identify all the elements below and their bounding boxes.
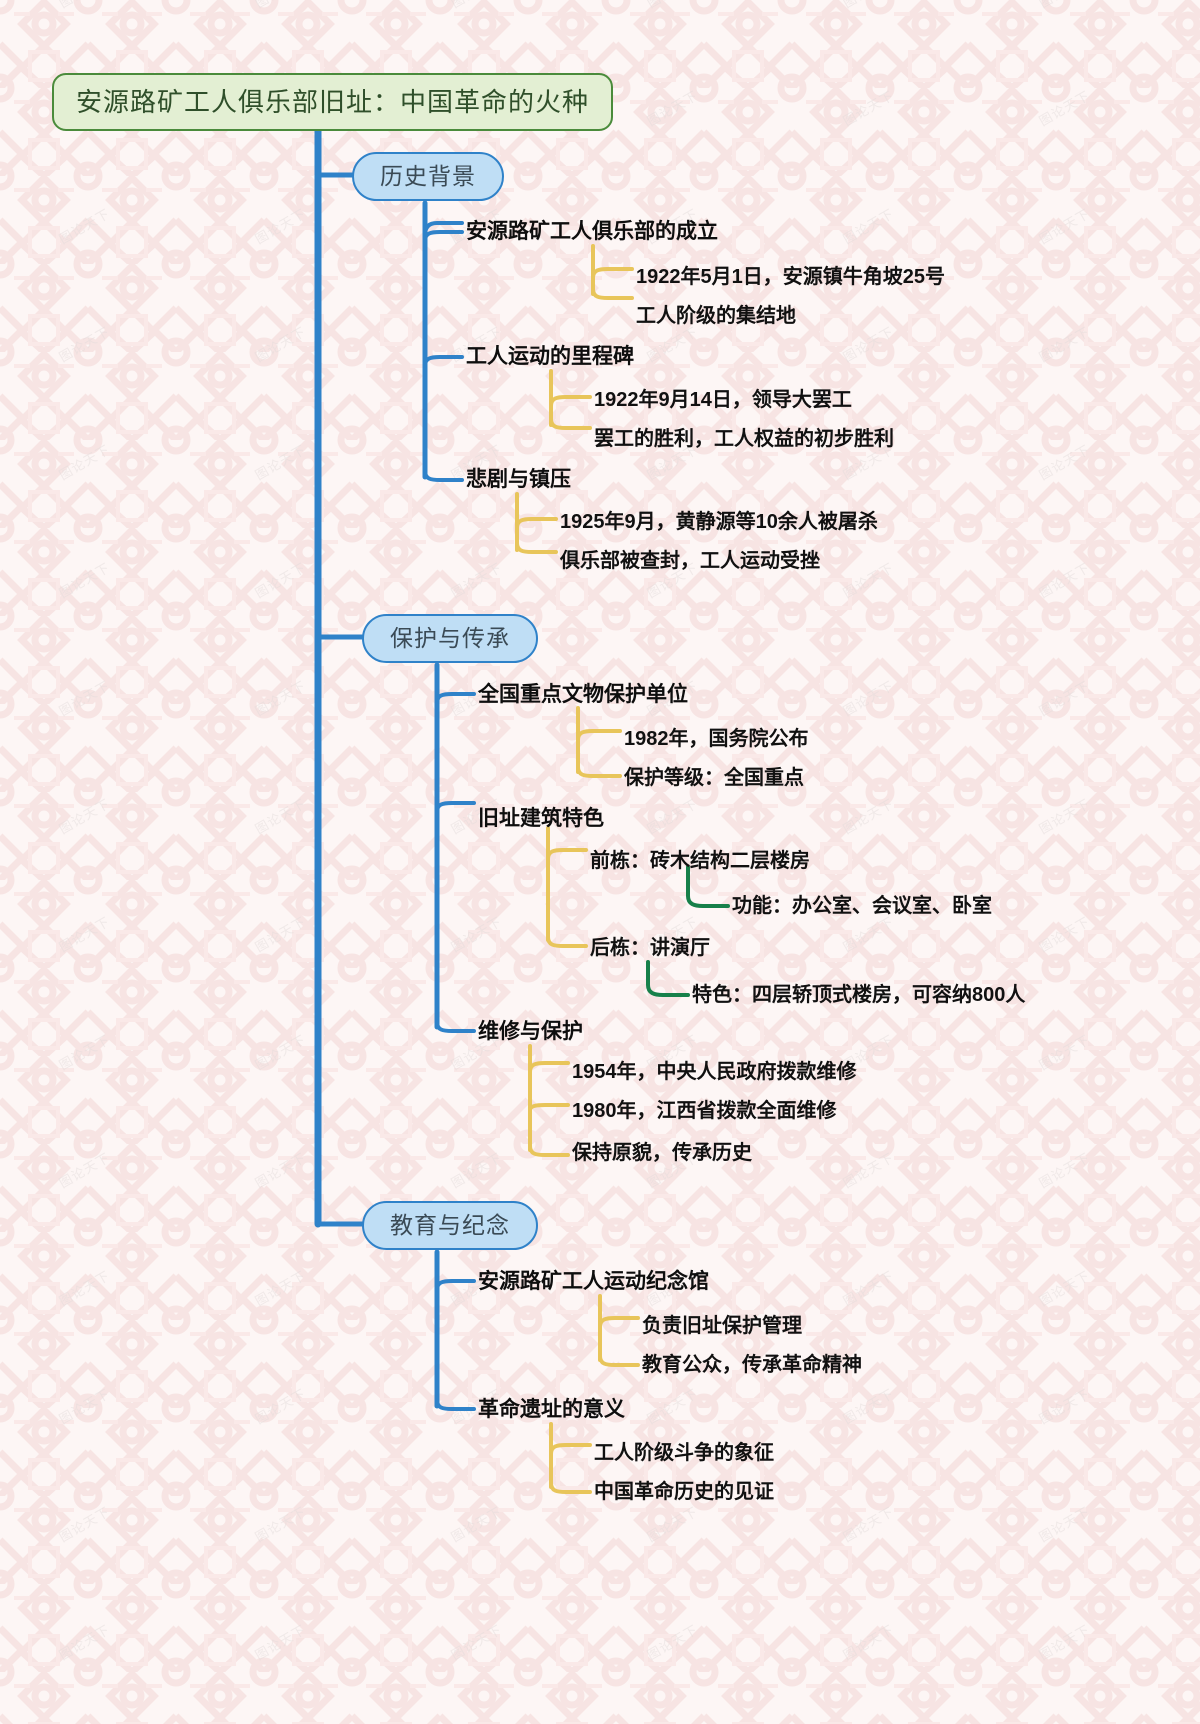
- subdetail-node-front-function[interactable]: 功能：办公室、会议室、卧室: [732, 895, 992, 917]
- topic-node-architecture[interactable]: 旧址建筑特色: [478, 807, 604, 830]
- branch-node-education[interactable]: 教育与纪念: [362, 1201, 538, 1250]
- detail-node-struggle-symbol[interactable]: 工人阶级斗争的象征: [594, 1442, 774, 1464]
- topic-node-memorial-hall[interactable]: 安源路矿工人运动纪念馆: [478, 1270, 709, 1293]
- topic-node-national-heritage-unit[interactable]: 全国重点文物保护单位: [478, 683, 688, 706]
- subdetail-node-rear-feature[interactable]: 特色：四层轿顶式楼房，可容纳800人: [692, 984, 1026, 1006]
- topic-node-repair-protection[interactable]: 维修与保护: [478, 1020, 583, 1043]
- detail-node-keep-original[interactable]: 保持原貌，传承历史: [572, 1142, 752, 1164]
- topic-node-tragedy-suppression[interactable]: 悲剧与镇压: [466, 468, 571, 491]
- detail-node-strike-victory[interactable]: 罢工的胜利，工人权益的初步胜利: [594, 428, 894, 450]
- detail-node-protection-level[interactable]: 保护等级：全国重点: [624, 767, 804, 789]
- detail-node-massacre[interactable]: 1925年9月，黄静源等10余人被屠杀: [560, 511, 878, 533]
- branch-node-preservation[interactable]: 保护与传承: [362, 614, 538, 663]
- detail-node-site-management[interactable]: 负责旧址保护管理: [642, 1315, 802, 1337]
- detail-node-1982-announcement[interactable]: 1982年，国务院公布: [624, 728, 809, 750]
- detail-node-worker-gathering[interactable]: 工人阶级的集结地: [636, 305, 796, 327]
- topic-node-site-significance[interactable]: 革命遗址的意义: [478, 1398, 625, 1421]
- root-node[interactable]: 安源路矿工人俱乐部旧址：中国革命的火种: [52, 73, 614, 131]
- detail-node-strike-date[interactable]: 1922年9月14日，领导大罢工: [594, 389, 852, 411]
- detail-node-1980-repair[interactable]: 1980年，江西省拨款全面维修: [572, 1100, 837, 1122]
- detail-node-1954-repair[interactable]: 1954年，中央人民政府拨款维修: [572, 1061, 857, 1083]
- detail-node-public-education[interactable]: 教育公众，传承革命精神: [642, 1354, 862, 1376]
- detail-node-founding-date[interactable]: 1922年5月1日，安源镇牛角坡25号: [636, 266, 945, 288]
- detail-node-club-closed[interactable]: 俱乐部被查封，工人运动受挫: [560, 550, 820, 572]
- detail-node-history-witness[interactable]: 中国革命历史的见证: [594, 1481, 774, 1503]
- topic-node-club-founding[interactable]: 安源路矿工人俱乐部的成立: [466, 220, 718, 243]
- detail-node-front-building[interactable]: 前栋：砖木结构二层楼房: [590, 850, 810, 872]
- topic-node-movement-milestone[interactable]: 工人运动的里程碑: [466, 345, 634, 368]
- branch-node-history[interactable]: 历史背景: [352, 152, 504, 201]
- detail-node-rear-building[interactable]: 后栋：讲演厅: [590, 937, 710, 959]
